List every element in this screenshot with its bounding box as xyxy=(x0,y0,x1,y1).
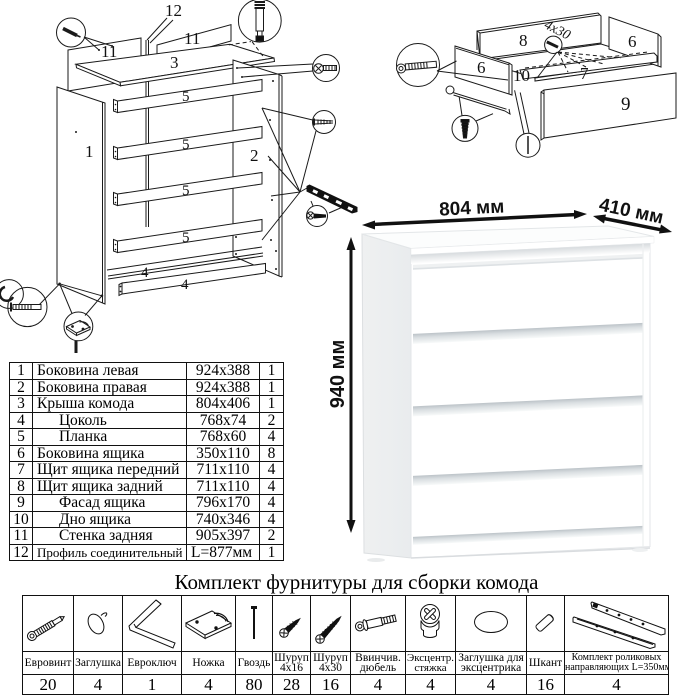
svg-text:940 мм: 940 мм xyxy=(330,340,349,409)
svg-text:5: 5 xyxy=(182,89,190,105)
svg-text:3: 3 xyxy=(170,53,179,72)
svg-text:6: 6 xyxy=(628,32,637,51)
svg-text:12: 12 xyxy=(165,1,182,20)
svg-text:5: 5 xyxy=(182,183,190,199)
svg-text:1: 1 xyxy=(85,142,94,161)
svg-text:7: 7 xyxy=(580,64,589,83)
svg-text:11: 11 xyxy=(184,29,200,48)
svg-text:5: 5 xyxy=(182,137,190,153)
svg-text:9: 9 xyxy=(621,94,631,115)
svg-text:10: 10 xyxy=(513,66,530,85)
svg-text:4: 4 xyxy=(141,265,149,281)
svg-text:11: 11 xyxy=(101,42,117,61)
svg-text:804 мм: 804 мм xyxy=(439,196,505,220)
svg-text:2: 2 xyxy=(250,146,259,165)
svg-text:8: 8 xyxy=(519,31,528,50)
svg-text:6: 6 xyxy=(477,58,486,77)
svg-text:4: 4 xyxy=(181,277,189,293)
svg-text:5: 5 xyxy=(182,230,190,246)
